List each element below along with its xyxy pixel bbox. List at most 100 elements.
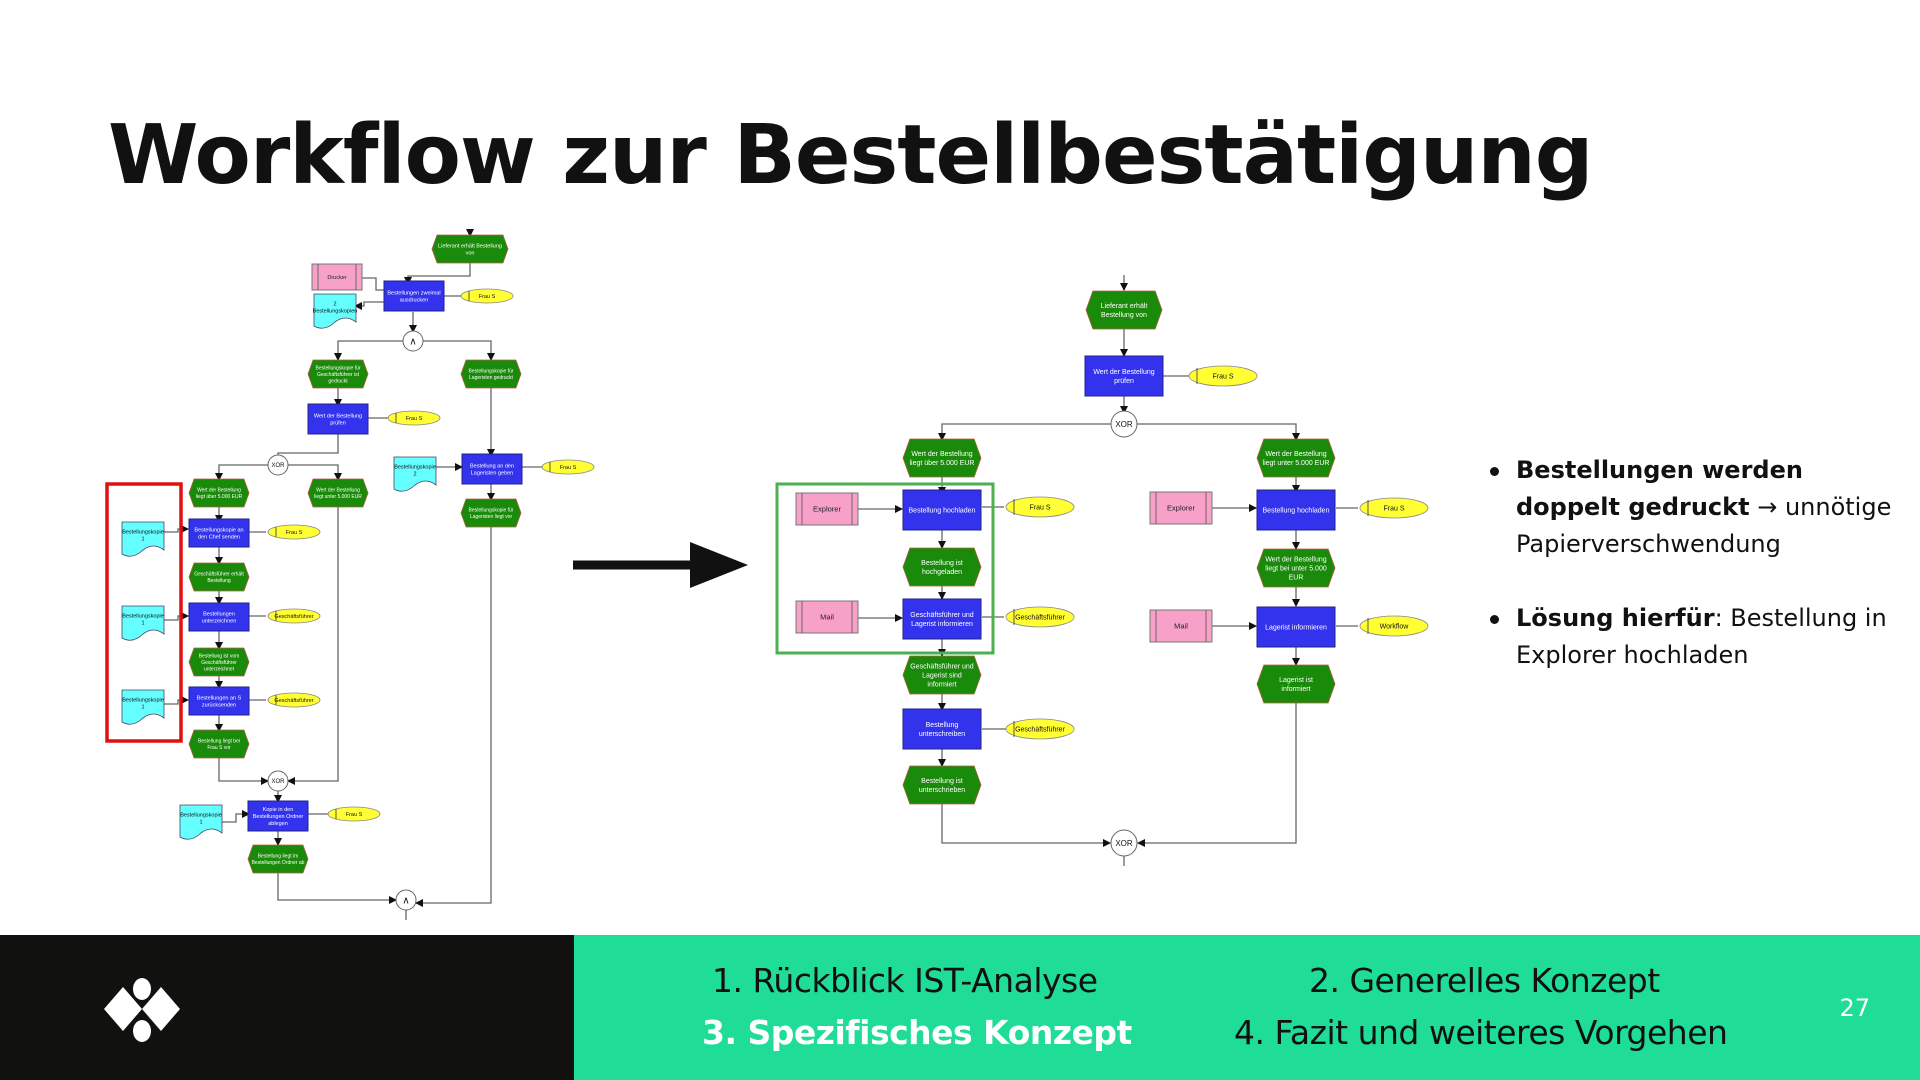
function-bestellung-hochladen: Bestellung hochladen xyxy=(902,489,982,531)
svg-text:Wert der Bestellung: Wert der Bestellung xyxy=(911,451,972,458)
svg-text:Bestellung an den: Bestellung an den xyxy=(470,463,514,469)
svg-text:Bestellung: Bestellung xyxy=(207,578,231,584)
svg-text:Bestellung liegt im: Bestellung liegt im xyxy=(258,854,299,860)
svg-text:Mail: Mail xyxy=(820,613,834,622)
svg-text:1: 1 xyxy=(141,537,144,543)
and-join-connector: ∧ xyxy=(395,889,417,911)
svg-text:Bestellungen zweimal: Bestellungen zweimal xyxy=(387,290,440,296)
nav-item-rueckblick[interactable]: 1. Rückblick IST-Analyse xyxy=(712,961,1098,1000)
svg-text:unterzeichnen: unterzeichnen xyxy=(202,619,237,625)
edge xyxy=(334,340,403,361)
svg-text:liegt über 5.000 EUR: liegt über 5.000 EUR xyxy=(910,460,975,467)
function-zuruecksenden: Bestellungen an S zurücksenden xyxy=(188,686,250,716)
svg-text:Frau S: Frau S xyxy=(346,812,363,818)
org-geschaeftsfuehrer: Geschäftsführer xyxy=(1005,606,1075,628)
svg-text:XOR: XOR xyxy=(271,779,285,785)
edge xyxy=(277,872,397,904)
svg-text:Geschäftsführer ist: Geschäftsführer ist xyxy=(317,372,360,378)
svg-text:∧: ∧ xyxy=(402,896,409,907)
svg-text:∧: ∧ xyxy=(409,337,416,348)
svg-text:ausdrucken: ausdrucken xyxy=(400,298,428,304)
edge xyxy=(164,612,189,621)
svg-text:Bestellungen an S: Bestellungen an S xyxy=(197,695,242,701)
org-frau-s: Frau S xyxy=(541,459,595,475)
red-highlight-box xyxy=(105,482,183,743)
svg-text:liegt bei unter 5.000: liegt bei unter 5.000 xyxy=(1265,565,1327,572)
svg-text:Frau S: Frau S xyxy=(406,416,423,422)
svg-text:Wert der Bestellung: Wert der Bestellung xyxy=(197,488,241,494)
svg-text:informiert: informiert xyxy=(1281,686,1310,693)
svg-text:Bestellung hochladen: Bestellung hochladen xyxy=(1263,507,1330,514)
svg-text:Bestellungen: Bestellungen xyxy=(203,611,235,617)
svg-text:hochgeladen: hochgeladen xyxy=(922,569,962,576)
edge xyxy=(1137,703,1297,847)
svg-text:Kopie in den: Kopie in den xyxy=(263,807,294,813)
svg-text:1: 1 xyxy=(141,621,144,627)
footer-logo-panel xyxy=(0,935,574,1080)
edge xyxy=(164,525,189,533)
svg-text:unterschreiben: unterschreiben xyxy=(919,731,965,738)
svg-text:unterzeichnet: unterzeichnet xyxy=(204,666,235,672)
xor-split-connector: XOR xyxy=(267,454,289,476)
svg-text:Wert der Bestellung: Wert der Bestellung xyxy=(1265,451,1326,458)
event-bei-unter-5000: Wert der Bestellung liegt bei unter 5.000… xyxy=(1256,548,1336,588)
edge xyxy=(404,262,471,285)
svg-text:1: 1 xyxy=(199,820,202,826)
nav-item-fazit[interactable]: 4. Fazit und weiteres Vorgehen xyxy=(1234,1013,1728,1052)
svg-text:Wert der Bestellung: Wert der Bestellung xyxy=(1265,556,1326,563)
system-mail: Mail xyxy=(795,600,859,634)
svg-text:liegt über 5.000 EUR: liegt über 5.000 EUR xyxy=(196,494,243,500)
svg-text:Bestellung hochladen: Bestellung hochladen xyxy=(909,507,976,514)
svg-text:XOR: XOR xyxy=(1115,420,1133,429)
function-bestellung-hochladen: Bestellung hochladen xyxy=(1256,489,1336,531)
nav-item-generelles-konzept[interactable]: 2. Generelles Konzept xyxy=(1309,961,1660,1000)
edge xyxy=(1137,423,1300,441)
bullet-text: → unnötige Papierverschwendung xyxy=(1516,493,1892,558)
edge xyxy=(222,810,250,823)
bullet-list: Bestellungen werden doppelt gedruckt → u… xyxy=(1490,452,1900,711)
org-frau-s: Frau S xyxy=(460,288,514,304)
svg-text:zurücksenden: zurücksenden xyxy=(202,703,236,709)
svg-text:Frau S: Frau S xyxy=(1383,505,1404,512)
svg-text:Geschäftsführer: Geschäftsführer xyxy=(274,614,313,620)
svg-text:Geschäftsführer und: Geschäftsführer und xyxy=(910,663,974,670)
svg-text:Bestellungskopie: Bestellungskopie xyxy=(180,812,222,818)
function-lagerist-informieren: Lagerist informieren xyxy=(1256,606,1336,648)
svg-text:Bestellung: Bestellung xyxy=(926,722,959,729)
edge xyxy=(288,464,342,481)
xor-split-connector: XOR xyxy=(1110,410,1138,438)
svg-text:Wert der Bestellung: Wert der Bestellung xyxy=(316,488,360,494)
svg-text:XOR: XOR xyxy=(271,463,285,469)
function-unterzeichnen: Bestellungen unterzeichnen xyxy=(188,602,250,632)
nav-item-spezifisches-konzept[interactable]: 3. Spezifisches Konzept xyxy=(702,1013,1132,1052)
system-explorer: Explorer xyxy=(795,492,859,526)
edge xyxy=(277,431,339,458)
edge xyxy=(164,696,189,705)
green-highlight-box xyxy=(775,482,995,655)
svg-text:Bestellungskopie: Bestellungskopie xyxy=(122,697,164,703)
svg-text:informiert: informiert xyxy=(927,682,956,689)
event-unterzeichnet: Bestellung ist vomGeschäftsführerunterze… xyxy=(188,647,250,677)
edge xyxy=(362,277,384,291)
xor-join-connector: XOR xyxy=(1110,829,1138,857)
svg-text:Lieferant erhält Bestellung: Lieferant erhält Bestellung xyxy=(438,243,502,249)
svg-text:unterschrieben: unterschrieben xyxy=(919,787,965,794)
edge xyxy=(938,423,1111,441)
svg-text:Wert der Bestellung: Wert der Bestellung xyxy=(1093,369,1154,376)
edge xyxy=(354,301,384,310)
svg-text:Bestellungskopien: Bestellungskopien xyxy=(313,309,358,315)
